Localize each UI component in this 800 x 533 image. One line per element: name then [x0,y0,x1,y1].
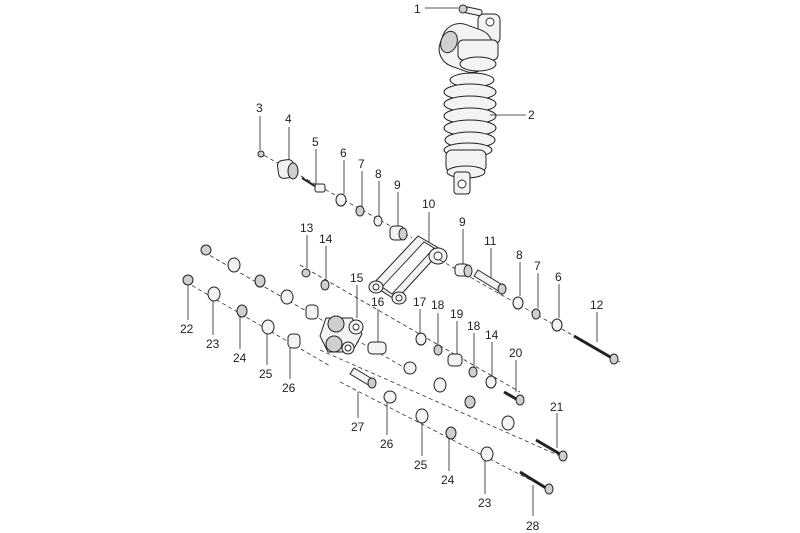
part-6-washer-right [551,318,563,332]
label-14-lower: 14 [485,328,499,342]
label-19: 19 [450,307,464,321]
part-7-seal [355,205,365,217]
leader-lines [187,7,598,516]
part-11-sleeve [473,269,507,295]
shock-top-bolt [458,4,483,17]
part-27-pin [349,367,377,389]
label-25-left: 25 [259,367,273,381]
label-6-upper: 6 [340,146,347,160]
part-10-linkage-arm [368,235,448,305]
label-13: 13 [300,221,314,235]
label-8-right: 8 [516,248,523,262]
label-27: 27 [351,420,365,434]
part-16-sleeve [367,341,387,355]
part-8-ring [373,215,383,227]
label-24-left: 24 [233,351,247,365]
label-23-left: 23 [206,337,220,351]
part-25-ring-top [280,289,294,305]
part-17-ring [415,332,427,346]
label-26-left: 26 [282,381,296,395]
shock-spring [443,72,497,158]
label-10: 10 [422,197,436,211]
part-19-bushing [447,353,463,367]
part-26-bushing [287,333,301,349]
upper-assembly-axis [257,150,413,241]
part-15-rocker [319,315,364,355]
lower-rocker-assembly [182,244,568,495]
part-12-long-bolt [573,334,619,365]
part-28-bolt [519,470,554,495]
label-23-right: 23 [478,496,492,510]
label-1: 1 [414,2,421,16]
right-assembly-axis [439,259,621,365]
part-23-washer-right-top [501,415,515,431]
part-18-seal [433,344,443,356]
part-25-ring-right-top [433,377,447,393]
label-22: 22 [180,322,194,336]
part-3-nut [257,150,265,158]
label-4: 4 [285,112,292,126]
part-25-ring [261,319,275,335]
part-26-bushing-right-top [403,361,417,375]
label-11: 11 [484,234,497,248]
part-23-washer-right [480,446,494,462]
part-9-spacer-right [454,263,473,278]
part-26-bushing-top [305,304,319,320]
part-22-nut-top [200,244,212,256]
label-17: 17 [413,295,427,309]
label-9-upper: 9 [394,178,401,192]
part-8-ring-right [512,296,524,310]
part-labels: 1 2 3 4 5 6 7 8 9 10 9 11 8 7 6 12 13 14… [180,2,604,533]
label-6-right: 6 [555,270,562,284]
label-14-upper: 14 [319,232,333,246]
label-20: 20 [509,346,523,360]
shock-absorber [438,4,501,195]
label-2: 2 [528,108,535,122]
part-6-washer [335,193,347,207]
part-14-seal [320,279,330,291]
part-24-seal [236,304,248,318]
label-5: 5 [312,135,319,149]
label-7-right: 7 [534,259,541,273]
part-24-seal-top [254,274,266,288]
label-28: 28 [526,519,540,533]
part-25-ring-right [415,408,429,424]
label-18-upper: 18 [431,298,445,312]
part-9-spacer [389,225,408,241]
label-25-right: 25 [414,458,428,472]
label-8-upper: 8 [375,167,382,181]
label-7-upper: 7 [358,157,365,171]
label-26-right: 26 [380,437,394,451]
part-18-seal-right [468,366,478,378]
label-16: 16 [371,295,385,309]
part-26-bushing-right [383,390,397,404]
part-21-bolt [535,438,568,462]
label-9-right: 9 [459,215,466,229]
part-20-short-bolt [503,390,525,406]
label-24-right: 24 [441,473,455,487]
label-21: 21 [550,400,564,414]
part-5-grease-nipple [301,177,326,193]
part-23-washer [207,286,221,302]
part-7-seal-right [531,308,541,320]
label-18-lower: 18 [467,319,481,333]
label-15: 15 [350,271,364,285]
part-24-seal-right [445,426,457,440]
part-14-ring-right [485,375,497,389]
part-24-seal-right-top [464,395,476,409]
part-23-washer-top [227,257,241,273]
label-3: 3 [256,101,263,115]
label-12: 12 [590,298,604,312]
part-13-nipple [301,268,311,278]
part-4-bushing [276,159,299,180]
part-22-nut [182,274,194,286]
